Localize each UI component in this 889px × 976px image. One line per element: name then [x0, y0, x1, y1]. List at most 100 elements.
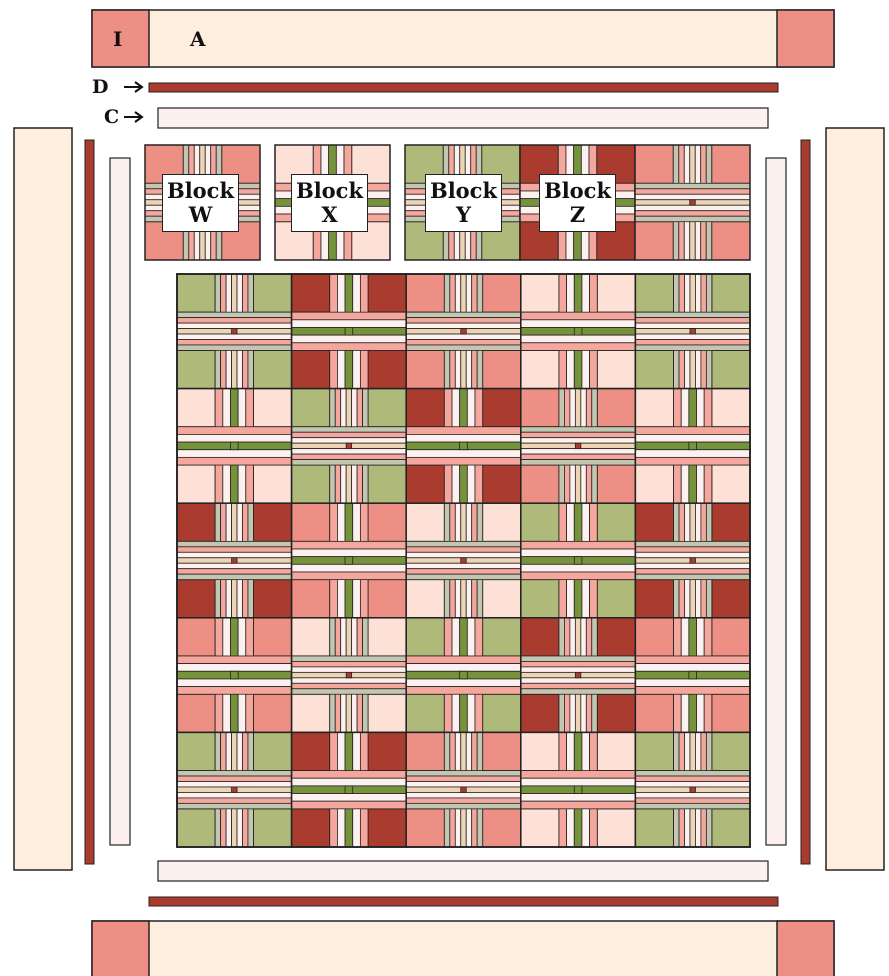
- plaid-square: [483, 618, 521, 656]
- plaid-stripe: [292, 689, 407, 694]
- plaid-stripe: [406, 552, 521, 557]
- plaid-square: [368, 809, 406, 847]
- plaid-stripe: [177, 679, 292, 687]
- plaid-square: [406, 694, 444, 732]
- plaid-stripe: [406, 547, 521, 552]
- plaid-square: [635, 580, 673, 618]
- plaid-square: [177, 732, 215, 770]
- plaid-square: [253, 809, 291, 847]
- plaid-stripe: [635, 541, 750, 546]
- plaid-center: [460, 671, 468, 679]
- plaid-square: [406, 465, 444, 503]
- plaid-square: [177, 618, 215, 656]
- plaid-center: [346, 443, 351, 448]
- plaid-square: [253, 618, 291, 656]
- plaid-stripe: [521, 449, 636, 454]
- plaid-stripe: [406, 798, 521, 803]
- plaid-stripe: [292, 564, 407, 572]
- plaid-stripe: [521, 438, 636, 443]
- plaid-stripe: [177, 574, 292, 579]
- plaid-square: [406, 732, 444, 770]
- plaid-square: [292, 465, 330, 503]
- plaid-stripe: [635, 776, 750, 781]
- plaid-stripe: [635, 205, 750, 210]
- plaid-stripe: [177, 798, 292, 803]
- corner-square-top-right: [777, 10, 834, 67]
- plaid-square: [177, 580, 215, 618]
- plaid-stripe: [635, 687, 750, 695]
- plaid-stripe: [292, 678, 407, 683]
- strip-c-bottom: [158, 861, 768, 881]
- plaid-square: [177, 350, 215, 388]
- plaid-stripe: [292, 541, 407, 549]
- plaid-square: [406, 580, 444, 618]
- plaid-square: [292, 732, 330, 770]
- plaid-square: [406, 503, 444, 541]
- plaid-stripe: [635, 457, 750, 465]
- plaid-stripe: [406, 427, 521, 435]
- strip-d-bottom: [149, 897, 778, 906]
- plaid-square: [253, 580, 291, 618]
- plaid-square: [483, 274, 521, 312]
- strip-c-left: [110, 158, 130, 845]
- plaid-stripe: [635, 569, 750, 574]
- plaid-stripe: [292, 572, 407, 580]
- plaid-stripe: [292, 343, 407, 351]
- arrow-c: [124, 112, 142, 122]
- plaid-stripe: [177, 334, 292, 339]
- plaid-square: [712, 389, 750, 427]
- plaid-square: [368, 503, 406, 541]
- plaid-center: [461, 787, 466, 792]
- plaid-stripe: [521, 801, 636, 809]
- plaid-square: [292, 694, 330, 732]
- plaid-square: [406, 274, 444, 312]
- plaid-square: [483, 465, 521, 503]
- plaid-square: [597, 694, 635, 732]
- plaid-square: [253, 350, 291, 388]
- plaid-square: [368, 465, 406, 503]
- plaid-stripe: [521, 778, 636, 786]
- plaid-stripe: [177, 687, 292, 695]
- plaid-stripe: [406, 771, 521, 776]
- plaid-square: [292, 503, 330, 541]
- strip-d-label: D: [92, 76, 108, 98]
- plaid-square: [292, 580, 330, 618]
- plaid-square: [177, 809, 215, 847]
- plaid-stripe: [521, 312, 636, 320]
- plaid-square: [368, 732, 406, 770]
- plaid-stripe: [521, 678, 636, 683]
- plaid-square: [712, 809, 750, 847]
- plaid-center: [232, 329, 237, 334]
- plaid-center: [232, 558, 237, 563]
- plaid-stripe: [177, 792, 292, 797]
- plaid-center: [230, 671, 238, 679]
- plaid-square: [712, 274, 750, 312]
- plaid-stripe: [406, 457, 521, 465]
- plaid-stripe: [177, 427, 292, 435]
- plaid-stripe: [292, 778, 407, 786]
- plaid-stripe: [521, 683, 636, 688]
- plaid-square: [597, 618, 635, 656]
- plaid-stripe: [406, 318, 521, 323]
- plaid-stripe: [406, 340, 521, 345]
- plaid-square: [635, 732, 673, 770]
- plaid-stripe: [635, 552, 750, 557]
- plaid-square: [521, 809, 559, 847]
- plaid-stripe: [635, 563, 750, 568]
- plaid-square: [177, 274, 215, 312]
- plaid-stripe: [521, 427, 636, 432]
- plaid-stripe: [406, 656, 521, 664]
- plaid-square: [483, 809, 521, 847]
- plaid-square: [368, 350, 406, 388]
- plaid-square: [635, 222, 673, 260]
- plaid-center: [689, 442, 697, 450]
- plaid-square: [635, 389, 673, 427]
- plaid-center: [575, 672, 580, 677]
- plaid-stripe: [177, 656, 292, 664]
- plaid-stripe: [177, 569, 292, 574]
- plaid-stripe: [635, 318, 750, 323]
- plaid-stripe: [521, 667, 636, 672]
- plaid-stripe: [177, 434, 292, 442]
- plaid-stripe: [635, 312, 750, 317]
